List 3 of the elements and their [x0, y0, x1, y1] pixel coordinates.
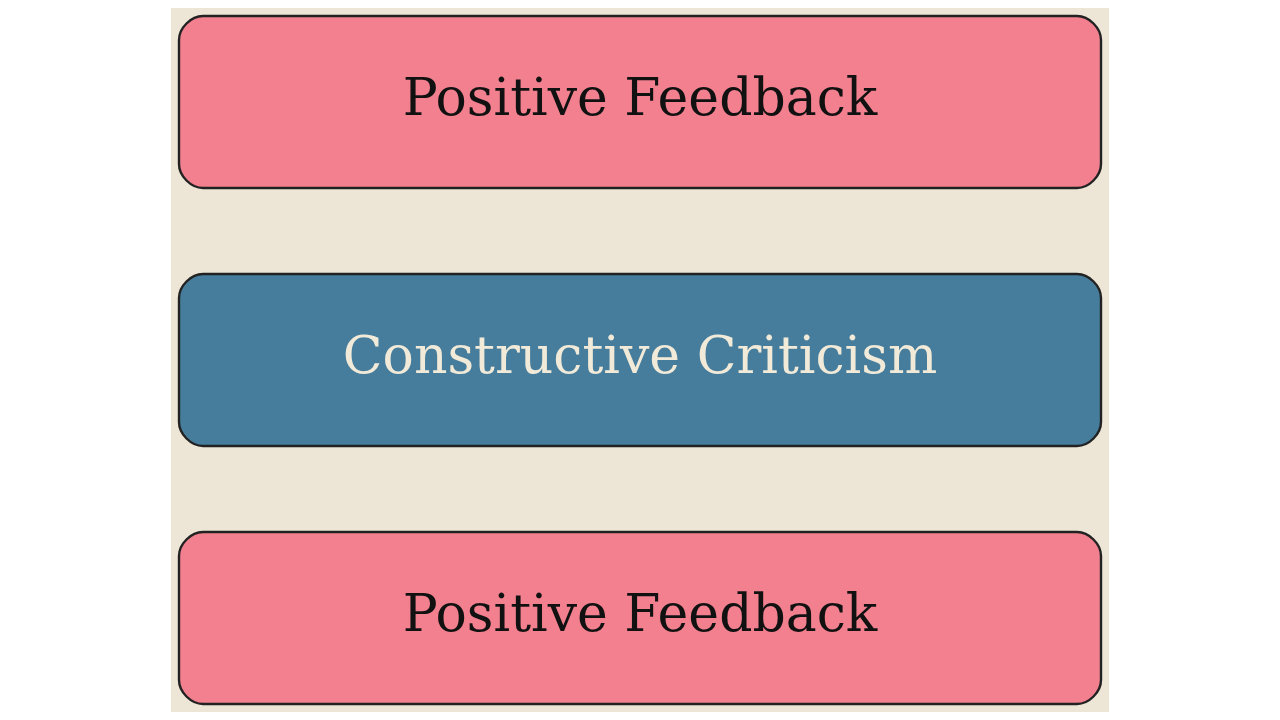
node-box: Positive Feedback	[177, 14, 1103, 190]
node-box: Positive Feedback	[177, 530, 1103, 706]
node-box: Constructive Criticism	[177, 272, 1103, 448]
